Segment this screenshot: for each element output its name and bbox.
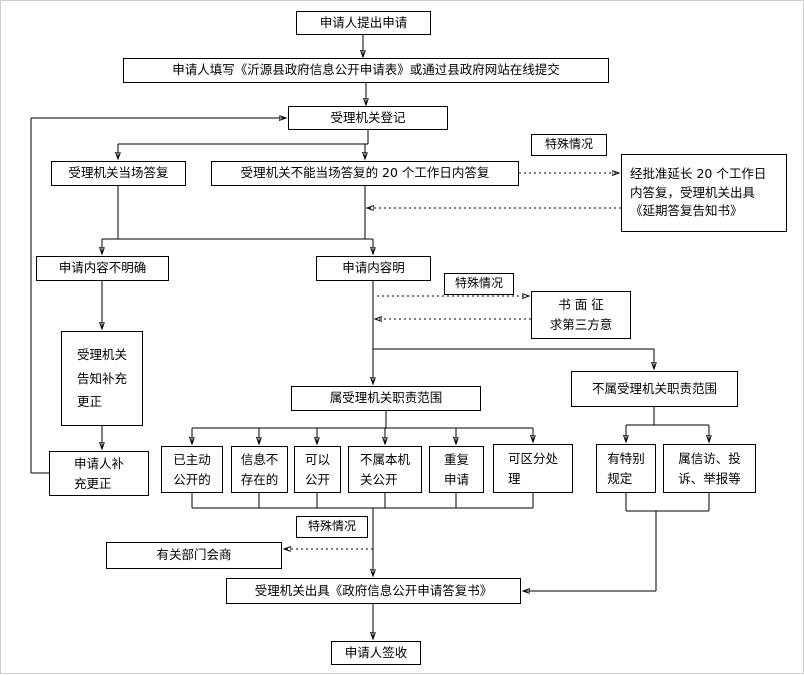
node-reply-doc: 受理机关出具《政府信息公开申请答复书》 [226, 578, 521, 604]
node-separable: 可区分处 理 [493, 444, 573, 493]
node-content-unclear: 申请内容不明确 [36, 256, 169, 281]
node-special-case-2: 特殊情况 [444, 273, 514, 295]
node-in-scope: 属受理机关职责范围 [291, 386, 481, 411]
node-fill-form: 申请人填写《沂源县政府信息公开申请表》或通过县政府网站在线提交 [123, 58, 609, 83]
node-third-party: 书 面 征 求第三方意 [531, 291, 631, 339]
node-extension: 经批准延长 20 个工作日内答复，受理机关出具《延期答复告知书》 [621, 154, 787, 232]
node-not-this-org: 不属本机 关公开 [348, 446, 422, 493]
node-repeat-apply: 重复 申请 [429, 446, 484, 493]
node-notify-supplement: 受理机关 告知补充 更正 [61, 331, 143, 426]
node-already-public: 已主动 公开的 [161, 446, 223, 493]
node-special-case-1: 特殊情况 [531, 134, 607, 156]
node-consult: 有关部门会商 [106, 542, 282, 569]
node-apply: 申请人提出申请 [296, 11, 431, 35]
node-sign: 申请人签收 [331, 641, 421, 665]
node-content-clear: 申请内容明 [316, 256, 431, 281]
node-out-scope: 不属受理机关职责范围 [571, 371, 738, 407]
node-special-rule: 有特别 规定 [596, 444, 656, 493]
node-onspot-reply: 受理机关当场答复 [51, 161, 186, 186]
node-cannot-reply: 受理机关不能当场答复的 20 个工作日内答复 [211, 161, 519, 186]
node-applicant-supplement: 申请人补 充更正 [49, 451, 149, 496]
node-register: 受理机关登记 [288, 106, 448, 130]
node-special-case-3: 特殊情况 [296, 516, 368, 538]
node-petition: 属信访、投 诉、举报等 [663, 444, 756, 493]
node-info-not-exist: 信息不 存在的 [231, 446, 288, 493]
node-can-public: 可以 公开 [294, 446, 341, 493]
